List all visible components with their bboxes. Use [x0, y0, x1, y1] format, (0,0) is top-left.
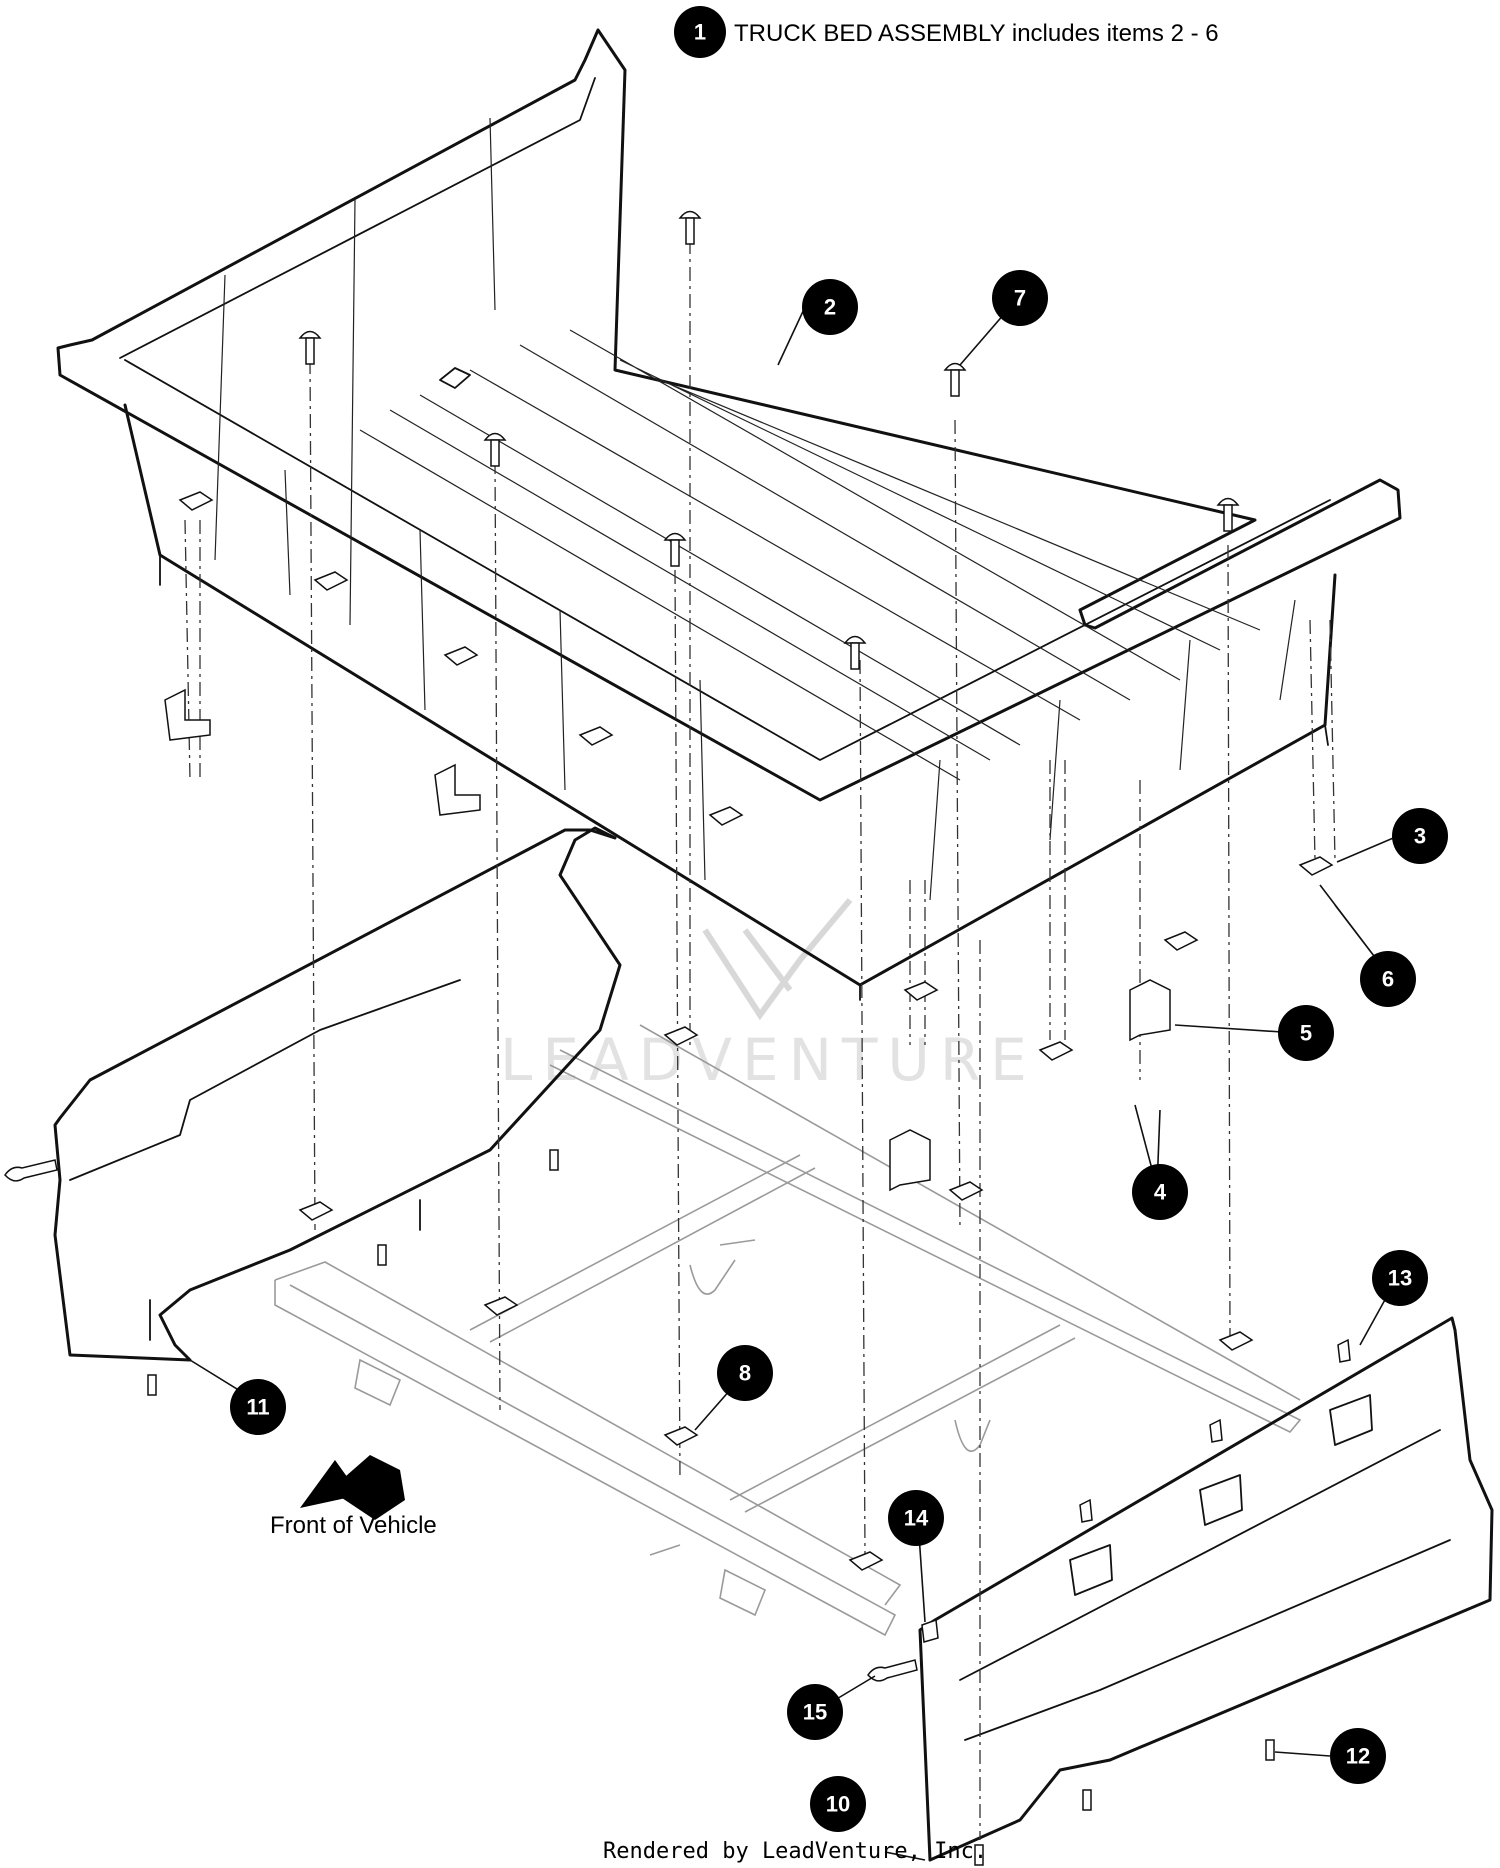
svg-text:10: 10 [826, 1792, 850, 1817]
svg-text:3: 3 [1414, 824, 1426, 849]
callout-13: 13 [1372, 1250, 1428, 1306]
svg-text:13: 13 [1388, 1266, 1412, 1291]
callout-11: 11 [230, 1379, 286, 1435]
svg-text:15: 15 [803, 1700, 827, 1725]
screws [4, 1149, 1275, 1866]
credit-text: Rendered by LeadVenture, Inc. [603, 1839, 987, 1864]
diagram-title: TRUCK BED ASSEMBLY includes items 2 - 6 [734, 20, 1219, 47]
truck-bed [56, 28, 1402, 1001]
svg-text:6: 6 [1382, 967, 1394, 992]
svg-text:12: 12 [1346, 1744, 1370, 1769]
vehicle-frame [274, 1024, 1302, 1637]
callout-7: 7 [992, 270, 1048, 326]
side-panel-left [53, 826, 622, 1362]
callout-14: 14 [888, 1490, 944, 1546]
watermark-logo [702, 898, 853, 1021]
svg-text:4: 4 [1154, 1180, 1167, 1205]
callout-2: 2 [802, 279, 858, 335]
svg-text:1: 1 [694, 20, 706, 45]
clips-and-brackets [164, 491, 1351, 1643]
callout-3: 3 [1392, 808, 1448, 864]
tailgate-panel [918, 1316, 1494, 1862]
svg-text:8: 8 [739, 1361, 751, 1386]
watermark-text: LEADVENTURE [500, 1026, 1037, 1094]
callout-6: 6 [1360, 951, 1416, 1007]
direction-arrow-icon [300, 1455, 405, 1520]
direction-label: Front of Vehicle [270, 1512, 437, 1539]
callout-1: 1 [674, 6, 726, 58]
svg-text:7: 7 [1014, 286, 1026, 311]
callout-4: 4 [1132, 1164, 1188, 1220]
svg-text:14: 14 [904, 1506, 929, 1531]
callout-10: 10 [810, 1776, 866, 1832]
bolts [298, 210, 1240, 670]
callout-8: 8 [717, 1345, 773, 1401]
svg-text:11: 11 [246, 1395, 269, 1420]
svg-text:5: 5 [1300, 1021, 1312, 1046]
callout-5: 5 [1278, 1005, 1334, 1061]
callout-12: 12 [1330, 1728, 1386, 1784]
callout-15: 15 [787, 1684, 843, 1740]
svg-text:2: 2 [824, 295, 836, 320]
